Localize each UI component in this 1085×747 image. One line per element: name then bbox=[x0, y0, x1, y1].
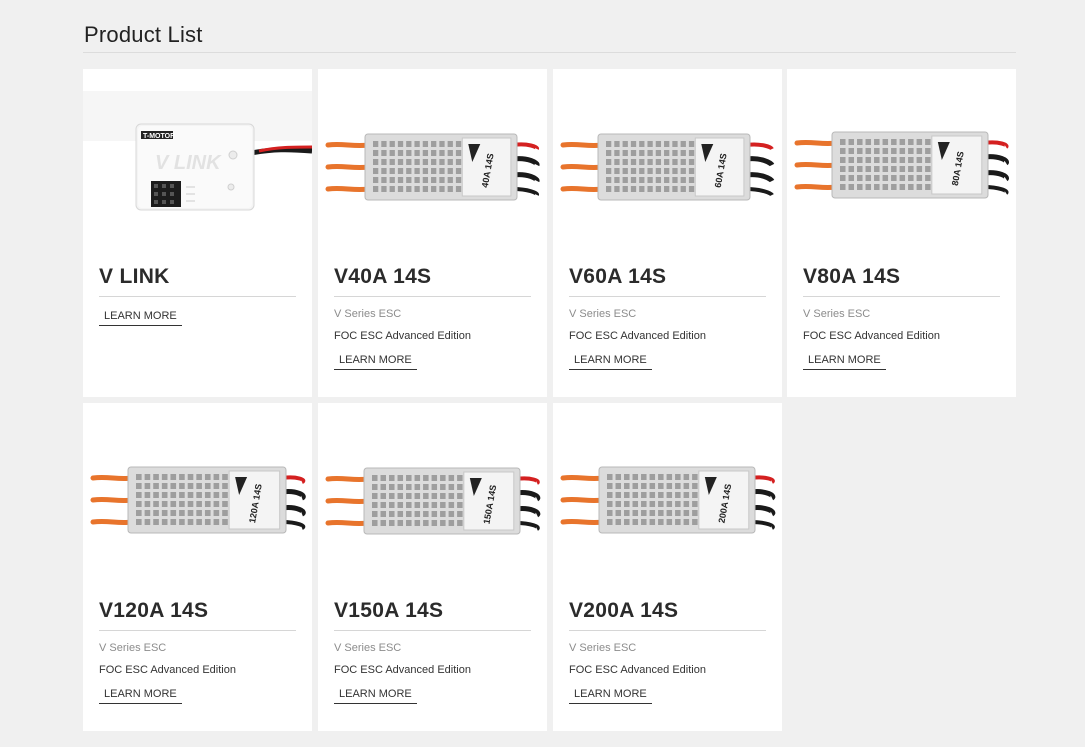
product-series: V Series ESC bbox=[99, 642, 167, 654]
svg-text:V LINK: V LINK bbox=[155, 152, 222, 174]
product-name[interactable]: V120A 14S bbox=[99, 599, 209, 622]
learn-more-link[interactable]: LEARN MORE bbox=[99, 688, 182, 704]
product-series: V Series ESC bbox=[334, 642, 402, 654]
product-image[interactable]: 200A 14S bbox=[553, 403, 782, 578]
product-divider bbox=[569, 296, 766, 297]
product-description: FOC ESC Advanced Edition bbox=[334, 330, 471, 342]
product-card-v60a-14s[interactable]: 60A 14S V60A 14S V Series ESC FOC ESC Ad… bbox=[553, 69, 782, 397]
product-card-v40a-14s[interactable]: 40A 14S V40A 14S V Series ESC FOC ESC Ad… bbox=[318, 69, 547, 397]
v-link-device-image: T-MOTOR V LINK bbox=[83, 69, 312, 244]
title-divider bbox=[83, 52, 1016, 53]
product-card-v-link[interactable]: T-MOTOR V LINK bbox=[83, 69, 312, 397]
product-series: V Series ESC bbox=[569, 642, 637, 654]
page-title: Product List bbox=[84, 22, 203, 47]
product-image[interactable]: 40A 14S bbox=[318, 69, 547, 244]
product-divider bbox=[99, 630, 296, 631]
product-divider bbox=[334, 630, 531, 631]
product-name[interactable]: V200A 14S bbox=[569, 599, 679, 622]
product-divider bbox=[99, 296, 296, 297]
product-card-v80a-14s[interactable]: 80A 14S V80A 14S V Series ESC FOC ESC Ad… bbox=[787, 69, 1016, 397]
esc-device-image: 200A 14S bbox=[560, 466, 776, 534]
learn-more-link[interactable]: LEARN MORE bbox=[803, 354, 886, 370]
learn-more-link[interactable]: LEARN MORE bbox=[569, 354, 652, 370]
product-series: V Series ESC bbox=[334, 308, 402, 320]
product-name[interactable]: V LINK bbox=[99, 265, 170, 288]
product-image[interactable]: 120A 14S bbox=[83, 403, 312, 578]
learn-more-link[interactable]: LEARN MORE bbox=[99, 310, 182, 326]
product-image[interactable]: 150A 14S bbox=[318, 403, 547, 578]
esc-device-image: 60A 14S bbox=[560, 133, 775, 201]
product-description: FOC ESC Advanced Edition bbox=[569, 664, 706, 676]
product-series: V Series ESC bbox=[569, 308, 637, 320]
svg-text:T-MOTOR: T-MOTOR bbox=[143, 133, 175, 140]
esc-device-image: 80A 14S bbox=[794, 131, 1010, 199]
learn-more-link[interactable]: LEARN MORE bbox=[569, 688, 652, 704]
product-divider bbox=[569, 630, 766, 631]
product-description: FOC ESC Advanced Edition bbox=[99, 664, 236, 676]
product-name[interactable]: V40A 14S bbox=[334, 265, 432, 288]
esc-device-image: 120A 14S bbox=[90, 466, 306, 534]
product-series: V Series ESC bbox=[803, 308, 871, 320]
product-name[interactable]: V150A 14S bbox=[334, 599, 444, 622]
product-description: FOC ESC Advanced Edition bbox=[803, 330, 940, 342]
product-divider bbox=[803, 296, 1000, 297]
product-description: FOC ESC Advanced Edition bbox=[334, 664, 471, 676]
product-image[interactable]: 80A 14S bbox=[787, 69, 1016, 244]
product-image[interactable]: T-MOTOR V LINK bbox=[83, 69, 312, 244]
esc-device-image: 150A 14S bbox=[325, 467, 541, 535]
product-divider bbox=[334, 296, 531, 297]
product-card-v150a-14s[interactable]: 150A 14S V150A 14S V Series ESC FOC ESC … bbox=[318, 403, 547, 731]
learn-more-link[interactable]: LEARN MORE bbox=[334, 688, 417, 704]
product-name[interactable]: V80A 14S bbox=[803, 265, 901, 288]
product-card-v200a-14s[interactable]: 200A 14S V200A 14S V Series ESC FOC ESC … bbox=[553, 403, 782, 731]
product-card-v120a-14s[interactable]: 120A 14S V120A 14S V Series ESC FOC ESC … bbox=[83, 403, 312, 731]
product-image[interactable]: 60A 14S bbox=[553, 69, 782, 244]
esc-device-image: 40A 14S bbox=[325, 133, 540, 201]
product-name[interactable]: V60A 14S bbox=[569, 265, 667, 288]
learn-more-link[interactable]: LEARN MORE bbox=[334, 354, 417, 370]
product-description: FOC ESC Advanced Edition bbox=[569, 330, 706, 342]
